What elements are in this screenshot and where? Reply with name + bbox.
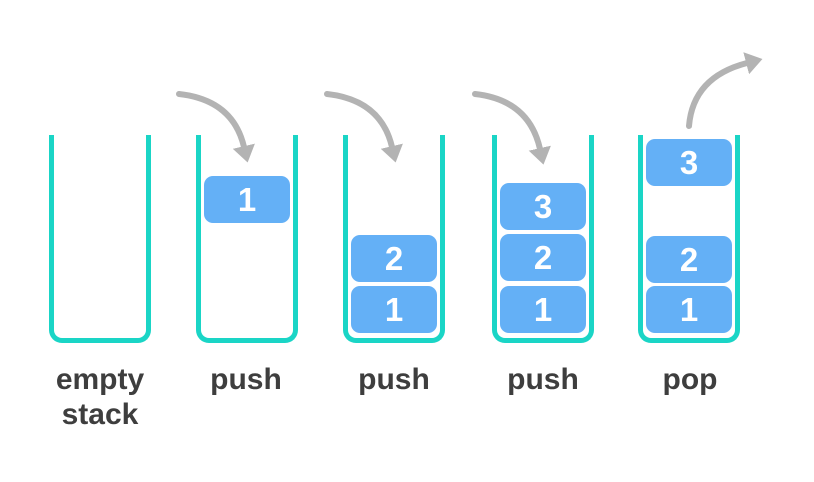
- stack-block-popping: 3: [646, 139, 732, 186]
- stack-container-push-1: 1: [196, 135, 298, 343]
- stack-container-push-2: 2 1: [343, 135, 445, 343]
- label-push-1: push: [210, 363, 282, 396]
- stack-block: 1: [351, 286, 437, 333]
- stack-container-empty: [49, 135, 151, 343]
- stack-block: 2: [351, 235, 437, 282]
- stack-block: 1: [204, 176, 290, 223]
- label-pop: pop: [662, 363, 718, 396]
- pop-arrow-icon: [686, 52, 763, 129]
- stack-block: 2: [646, 236, 732, 283]
- label-push-3: push: [507, 363, 579, 396]
- stack-block: 2: [500, 234, 586, 281]
- stack-container-push-3: 3 2 1: [492, 135, 594, 343]
- stack-block: 1: [646, 286, 732, 333]
- label-empty-stack: empty stack: [55, 363, 145, 431]
- stack-block: 3: [500, 183, 586, 230]
- label-push-2: push: [358, 363, 430, 396]
- stack-container-pop: 3 2 1: [638, 135, 740, 343]
- stack-block: 1: [500, 286, 586, 333]
